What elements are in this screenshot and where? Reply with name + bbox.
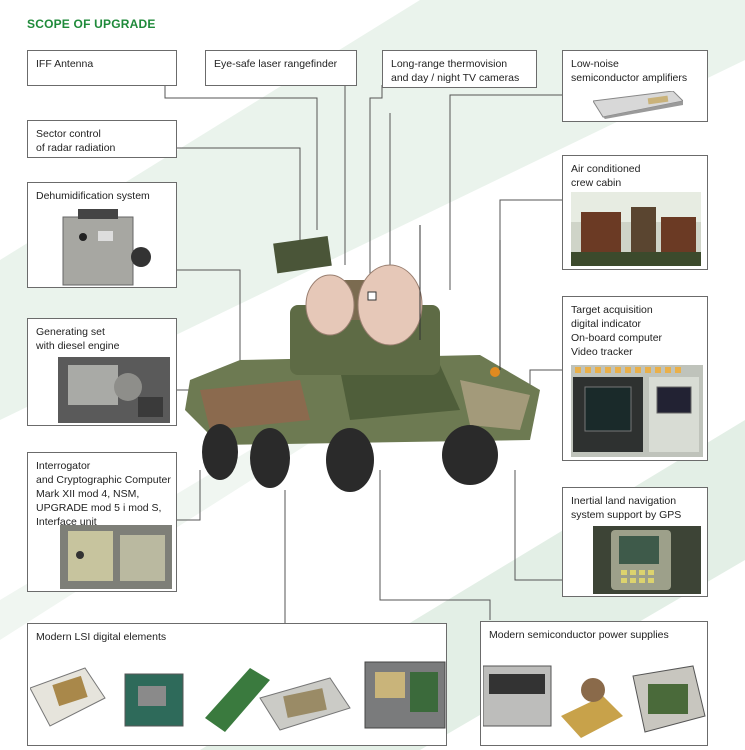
sector-control-label: Sector control of radar radiation: [36, 128, 116, 154]
inertial-navigation-box: Inertial land navigation system support …: [562, 487, 708, 597]
page-title: SCOPE OF UPGRADE: [27, 17, 156, 31]
dehumidifier-photo: [62, 209, 151, 286]
power-supplies-photo: [483, 665, 706, 738]
vehicle-illustration: [185, 225, 540, 492]
lsi-elements-box: Modern LSI digital elements: [27, 623, 447, 746]
interrogator-label: Interrogator and Cryptographic Computer …: [36, 460, 171, 528]
dehumidification-label: Dehumidification system: [36, 190, 150, 202]
lsi-elements-label: Modern LSI digital elements: [36, 631, 167, 643]
amplifiers-label: Low-noise semiconductor amplifiers: [571, 58, 688, 84]
amplifiers-box: Low-noise semiconductor amplifiers: [562, 50, 708, 122]
generating-set-box: Generating set with diesel engine: [27, 318, 177, 426]
amplifier-photo: [593, 91, 683, 119]
interrogator-box: Interrogator and Cryptographic Computer …: [27, 452, 177, 592]
target-acquisition-box: Target acquisition digital indicator On-…: [562, 296, 708, 461]
dehumidification-box: Dehumidification system: [27, 182, 177, 288]
laser-rangefinder-label: Eye-safe laser rangefinder: [214, 58, 338, 70]
interrogator-photo: [60, 525, 172, 589]
thermovision-label: Long-range thermovision and day / night …: [391, 58, 520, 84]
target-indicator-photo: [571, 365, 703, 457]
crew-cabin-photo: [571, 192, 701, 266]
target-acquisition-label: Target acquisition digital indicator On-…: [571, 304, 663, 358]
power-supplies-box: Modern semiconductor power supplies: [480, 621, 708, 746]
generating-set-label: Generating set with diesel engine: [36, 326, 120, 352]
sector-control-box: Sector control of radar radiation: [27, 120, 177, 158]
power-supplies-label: Modern semiconductor power supplies: [489, 629, 669, 641]
generator-photo: [58, 357, 170, 423]
laser-rangefinder-box: Eye-safe laser rangefinder: [205, 50, 357, 86]
inertial-navigation-label: Inertial land navigation system support …: [571, 495, 682, 521]
thermovision-box: Long-range thermovision and day / night …: [382, 50, 537, 88]
lsi-boards-photo: [30, 661, 446, 732]
aircon-label: Air conditioned crew cabin: [571, 163, 641, 189]
navigation-unit-photo: [593, 526, 701, 594]
aircon-box: Air conditioned crew cabin: [562, 155, 708, 270]
iff-antenna-label: IFF Antenna: [36, 58, 94, 70]
iff-antenna-box: IFF Antenna: [27, 50, 177, 86]
